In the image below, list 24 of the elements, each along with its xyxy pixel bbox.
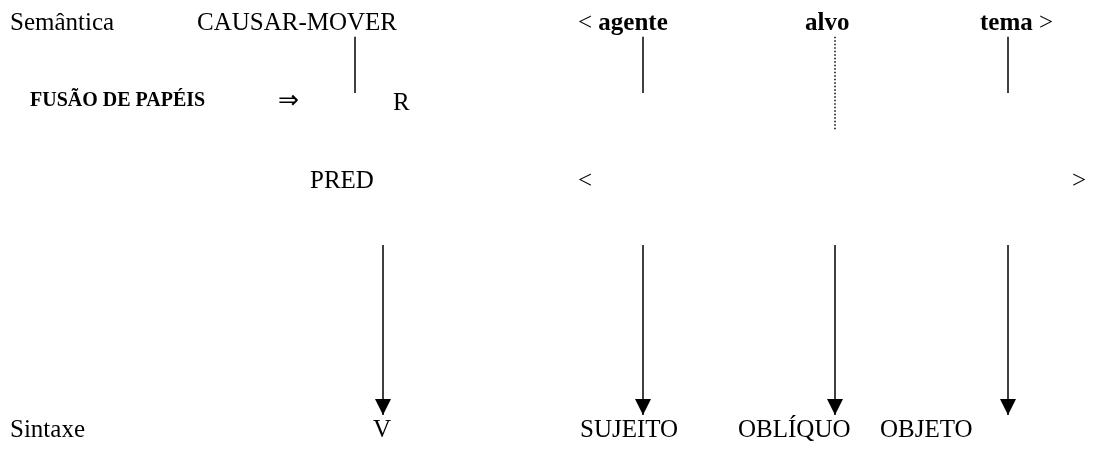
bracket-label: >: [1072, 166, 1087, 195]
syntax-label: V: [373, 415, 392, 444]
syntax-label: OBJETO: [880, 415, 973, 444]
role-label: < agente: [578, 8, 668, 37]
implies-symbol: ⇒: [278, 86, 299, 115]
arrow: [375, 244, 391, 416]
tier-label: Sintaxe: [10, 415, 85, 444]
role-label: tema >: [980, 8, 1054, 37]
syntax-label: OBLÍQUO: [738, 415, 851, 444]
association-line: [1007, 36, 1009, 94]
role-label: alvo: [805, 8, 850, 37]
tier-label: Semântica: [10, 8, 115, 37]
syntax-label: SUJEITO: [580, 415, 679, 444]
bracket-label: <: [578, 166, 593, 195]
association-line: [834, 36, 836, 131]
association-line: [354, 36, 356, 94]
association-line: [642, 36, 644, 94]
arrow: [1000, 244, 1016, 416]
fusion-label: FUSÃO DE PAPÉIS: [30, 88, 206, 111]
role-label: R: [393, 88, 410, 117]
predicate-label: PRED: [310, 166, 374, 195]
predicate-label: CAUSAR-MOVER: [197, 8, 398, 37]
arrow: [827, 244, 843, 416]
arrow: [635, 244, 651, 416]
